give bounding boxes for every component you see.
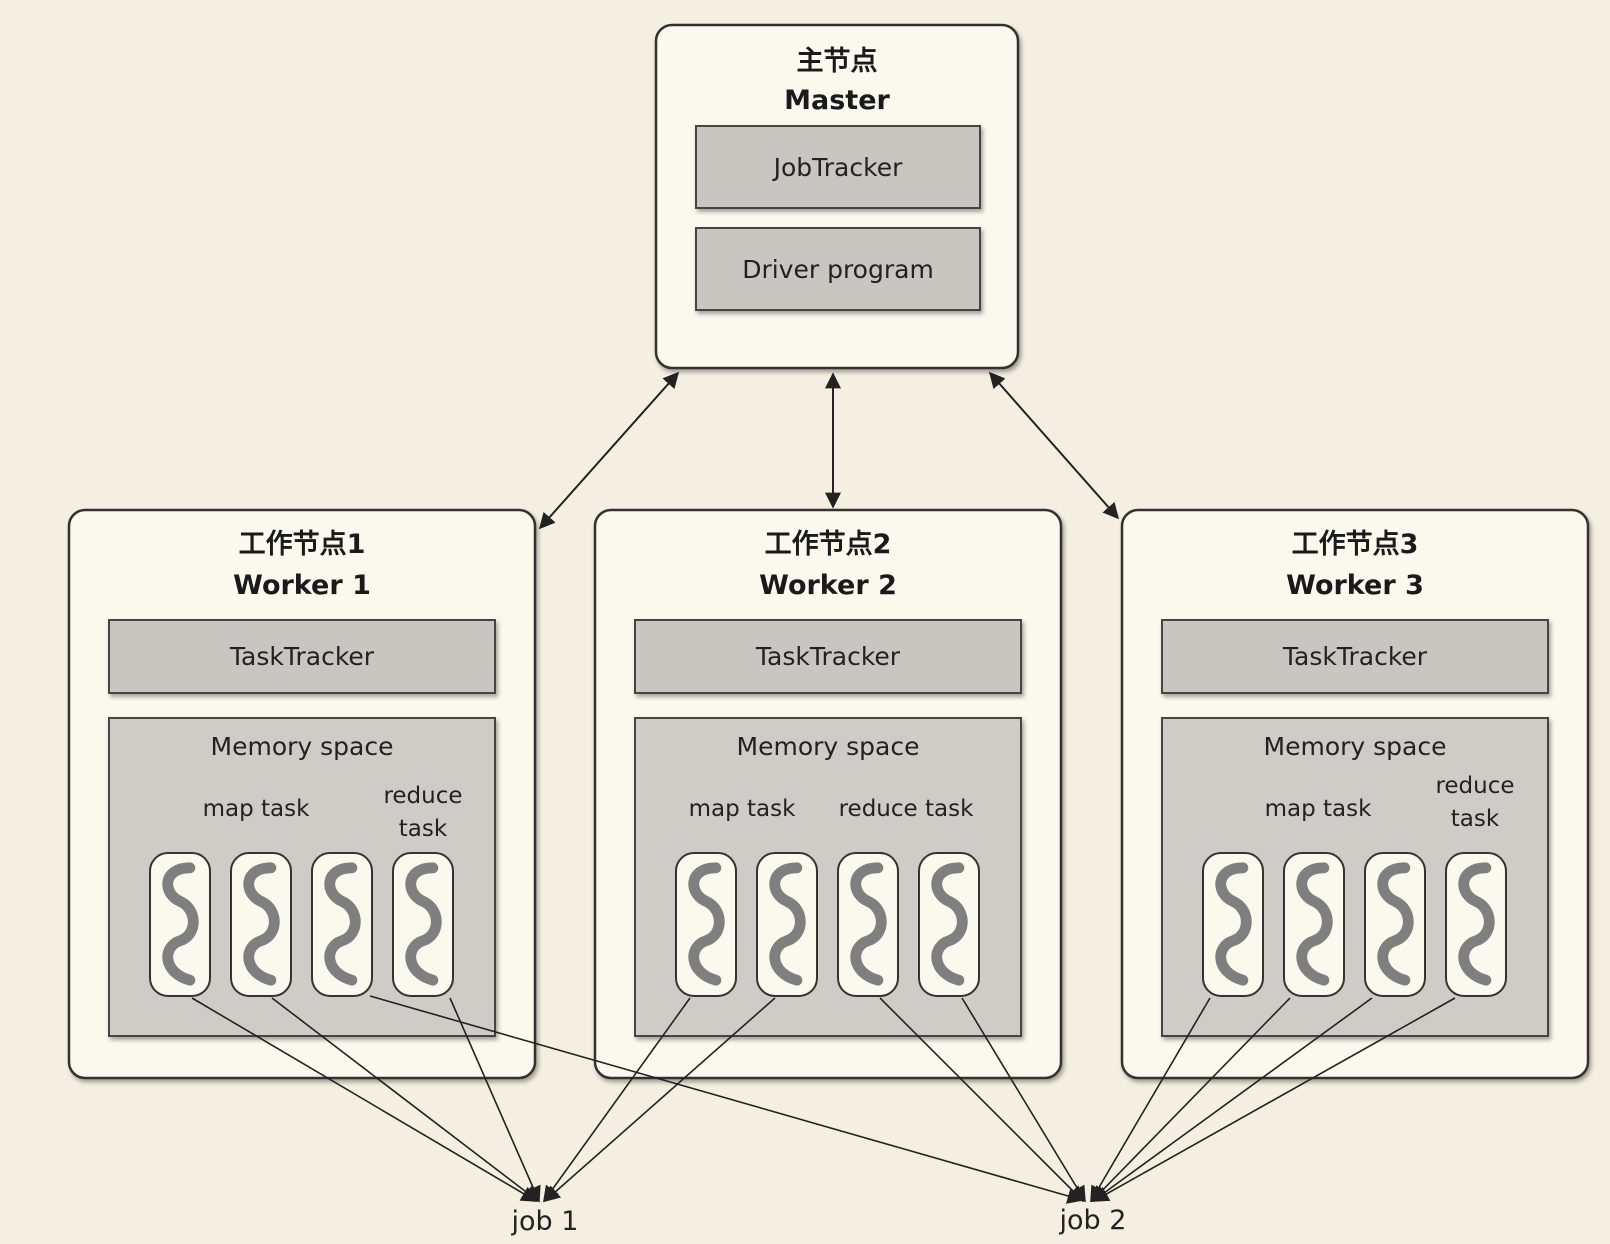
arrow-to-job2: [369, 995, 1084, 1204]
master-worker-connectors: [538, 371, 1120, 530]
worker-1-task-slots: [149, 852, 454, 997]
arrow-to-job2: [1091, 997, 1373, 1202]
job-tracker-box: JobTracker: [695, 125, 981, 209]
master-title-en: Master: [784, 85, 890, 116]
task-slot: [675, 852, 737, 997]
worker-2-task-slots: [675, 852, 980, 997]
worker-2-node: 工作节点2 Worker 2 TaskTracker Memory space …: [593, 508, 1063, 1080]
arrow-to-job2: [1090, 997, 1211, 1203]
arrow-to-job1: [271, 997, 540, 1202]
worker-1-map-task-label: map task: [203, 796, 311, 822]
job-1-label: job 1: [511, 1206, 579, 1237]
driver-program-box: Driver program: [695, 227, 981, 311]
worker-2-memory-space-label: Memory space: [737, 732, 920, 761]
worker-3-title-en: Worker 3: [1286, 570, 1424, 601]
master-worker1-arrow: [538, 371, 680, 530]
worker-3-map-task-label: map task: [1265, 796, 1373, 822]
master-worker3-arrow: [988, 371, 1120, 520]
task-slot: [1364, 852, 1426, 997]
worker-3-reduce-task-label: reduce: [1435, 773, 1514, 799]
task-slot: [756, 852, 818, 997]
worker-2-title-en: Worker 2: [759, 570, 897, 601]
task-slot: [230, 852, 292, 997]
worker-3-task-slots: [1202, 852, 1507, 997]
worker-1-reduce-task-label: reduce: [383, 783, 462, 809]
worker-2-reduce-task-label: reduce task: [839, 796, 974, 822]
task-slot: [1202, 852, 1264, 997]
arrow-to-job1: [191, 997, 538, 1202]
arrow-to-job2: [879, 997, 1085, 1203]
arrow-to-job1: [543, 997, 691, 1203]
worker-3-memory-space-label: Memory space: [1264, 732, 1447, 761]
arrow-to-job2: [1090, 997, 1291, 1203]
arrow-to-job2: [961, 997, 1086, 1203]
worker-1-title-cn: 工作节点1: [239, 529, 366, 560]
arrow-to-job1: [543, 997, 776, 1203]
task-slot: [149, 852, 211, 997]
task-slot: [918, 852, 980, 997]
task-slot: [1283, 852, 1345, 997]
master-title-cn: 主节点: [797, 46, 878, 77]
master-node: 主节点 Master JobTracker Driver program: [654, 23, 1020, 370]
job-tracker-label: JobTracker: [772, 153, 903, 182]
worker-3-title-cn: 工作节点3: [1292, 529, 1419, 560]
worker-1-task-tracker-label: TaskTracker: [229, 642, 375, 671]
worker-1-memory-space-label: Memory space: [211, 732, 394, 761]
task-slot: [1445, 852, 1507, 997]
worker-3-reduce-task-label-2: task: [1451, 806, 1500, 832]
task-slot: [311, 852, 373, 997]
worker-2-title-cn: 工作节点2: [765, 529, 892, 560]
worker-1-reduce-task-label-2: task: [399, 816, 448, 842]
task-job-arrows: [191, 995, 1456, 1204]
worker-1-node: 工作节点1 Worker 1 TaskTracker Memory space …: [67, 508, 537, 1080]
job-2-label: job 2: [1059, 1205, 1127, 1236]
arrow-to-job1: [449, 997, 541, 1203]
worker-3-node: 工作节点3 Worker 3 TaskTracker Memory space …: [1120, 508, 1590, 1080]
worker-3-task-tracker-box: [1161, 619, 1549, 694]
worker-1-title-en: Worker 1: [233, 570, 371, 601]
driver-program-label: Driver program: [742, 255, 934, 284]
worker-2-task-tracker-label: TaskTracker: [755, 642, 901, 671]
task-slot: [837, 852, 899, 997]
worker-1-task-tracker-box: [108, 619, 496, 694]
worker-2-map-task-label: map task: [689, 796, 797, 822]
task-slot: [392, 852, 454, 997]
arrow-to-job2: [1092, 997, 1456, 1202]
worker-2-task-tracker-box: [634, 619, 1022, 694]
worker-3-task-tracker-label: TaskTracker: [1282, 642, 1428, 671]
